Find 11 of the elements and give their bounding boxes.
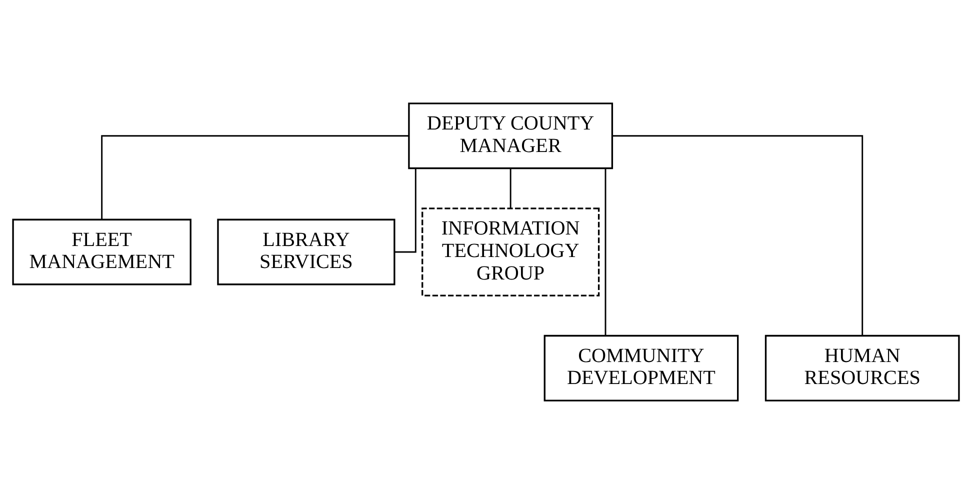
connector <box>604 168 606 336</box>
connector <box>101 135 408 220</box>
node-box: FLEET MANAGEMENT <box>12 218 192 286</box>
connector <box>510 168 512 208</box>
node-box: HUMAN RESOURCES <box>764 334 960 402</box>
node-box: INFORMATION TECHNOLOGY GROUP <box>422 208 600 296</box>
connector <box>612 135 864 336</box>
node-box: COMMUNITY DEVELOPMENT <box>544 334 739 402</box>
connector <box>394 168 416 253</box>
node-box: LIBRARY SERVICES <box>217 218 396 286</box>
node-box: DEPUTY COUNTY MANAGER <box>408 102 614 170</box>
